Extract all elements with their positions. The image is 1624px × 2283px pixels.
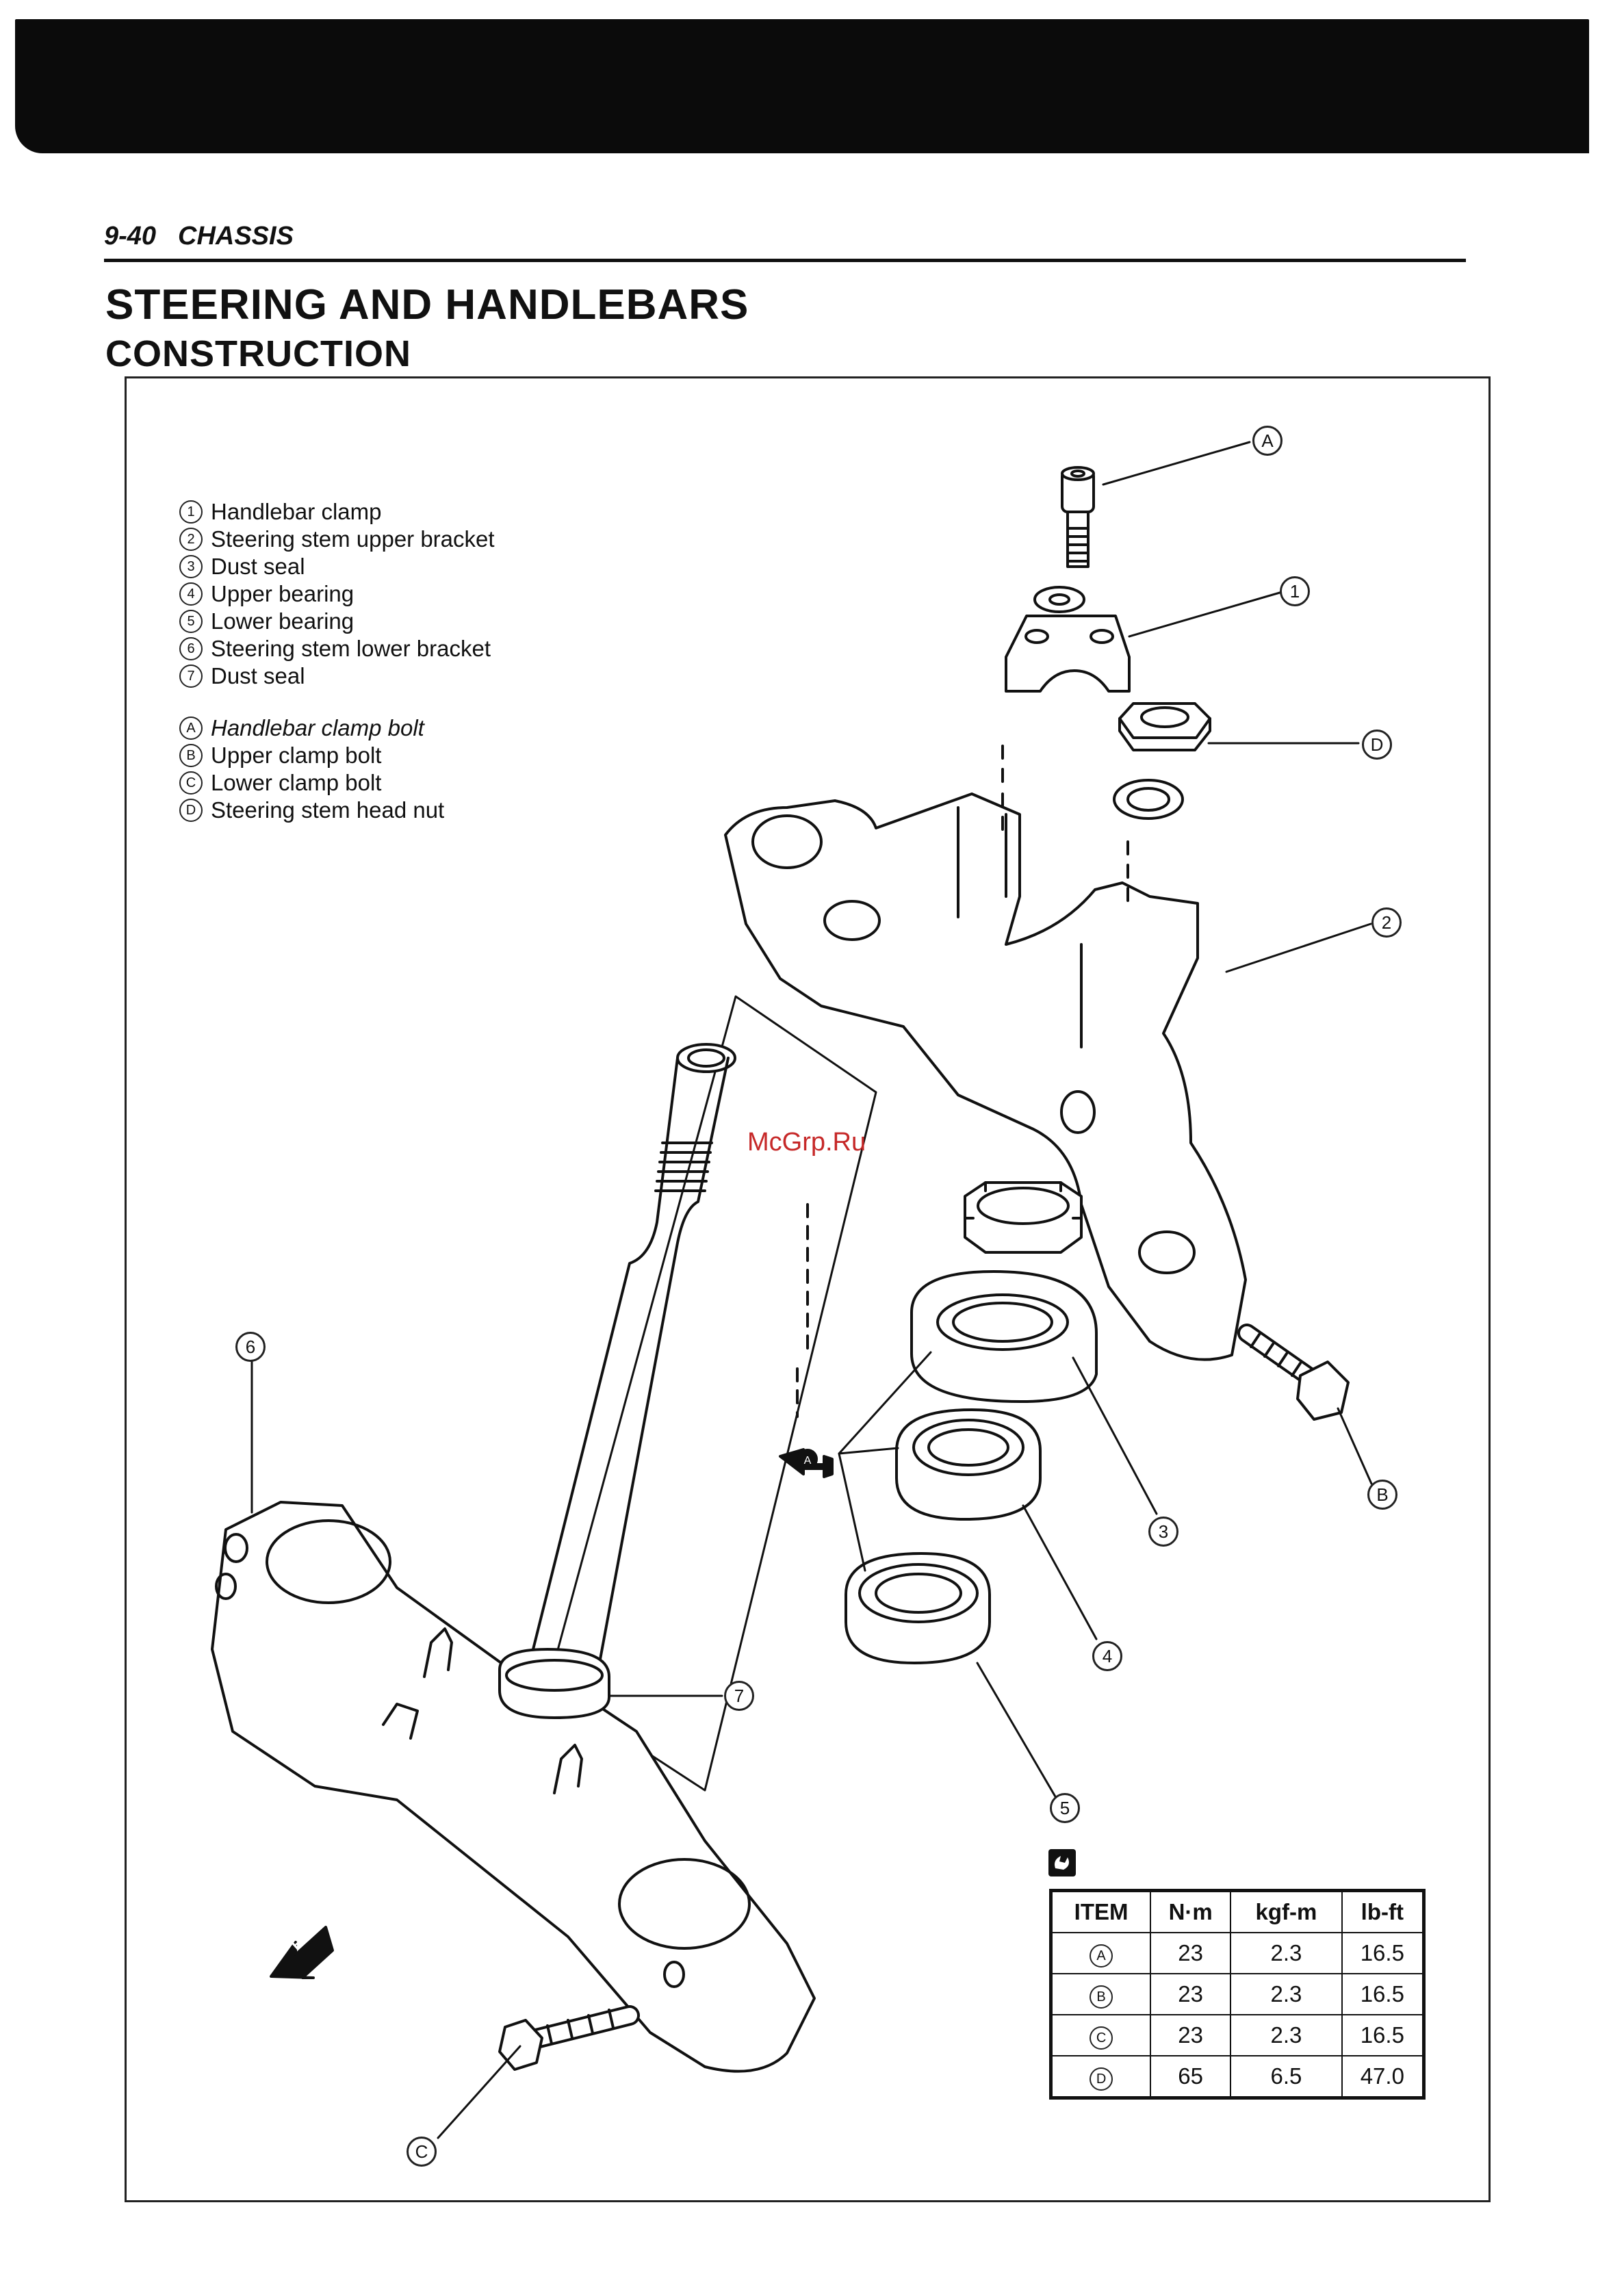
legend-item: C Lower clamp bolt <box>179 769 495 797</box>
cell-kgfm: 6.5 <box>1230 2055 1343 2099</box>
legend-mark: A <box>179 717 203 740</box>
legend-item: 3 Dust seal <box>179 553 495 580</box>
legend-item: 6 Steering stem lower bracket <box>179 635 495 662</box>
legend-mark: B <box>179 744 203 767</box>
table-header-row: ITEM N·m kgf-m lb-ft <box>1050 1889 1425 1933</box>
callout-1: 1 <box>1280 576 1310 606</box>
legend-label: Handlebar clamp <box>211 499 382 524</box>
callout-A: A <box>1252 426 1283 456</box>
page-subtitle: CONSTRUCTION <box>105 333 411 374</box>
table-row: A 23 2.3 16.5 <box>1050 1932 1425 1974</box>
dust-seal-icon <box>910 1270 1098 1403</box>
cell-kgfm: 2.3 <box>1230 1973 1343 2015</box>
cell-nm: 65 <box>1150 2055 1232 2099</box>
cell-kgfm: 2.3 <box>1230 2014 1343 2056</box>
cell-lbft: 16.5 <box>1341 1973 1425 2015</box>
page-number: 9-40 <box>104 222 157 250</box>
page-header: 9-40 CHASSIS <box>104 218 1466 262</box>
item-mark: B <box>1090 1985 1113 2009</box>
nut-washer-icon <box>1113 779 1184 820</box>
callout-C: C <box>407 2137 437 2167</box>
col-header-lbft: lb-ft <box>1341 1889 1425 1933</box>
cell-lbft: 16.5 <box>1341 2014 1425 2056</box>
steering-stem-icon <box>519 1043 736 1723</box>
section-name: CHASSIS <box>178 222 294 250</box>
bearing-locknut-icon <box>964 1181 1083 1254</box>
legend-mark: 7 <box>179 665 203 688</box>
steering-stem-lower-bracket-icon <box>211 1501 816 2073</box>
callout-7: 7 <box>724 1681 754 1711</box>
legend-label: Dust seal <box>211 663 305 688</box>
col-header-nm: N·m <box>1150 1889 1232 1933</box>
legend-label: Handlebar clamp bolt <box>211 715 424 740</box>
legend-label: Steering stem upper bracket <box>211 526 495 552</box>
col-header-kgfm: kgf-m <box>1230 1889 1343 1933</box>
legend-label: Lower bearing <box>211 608 355 634</box>
parts-legend: 1 Handlebar clamp 2 Steering stem upper … <box>179 498 495 824</box>
legend-item: B Upper clamp bolt <box>179 742 495 769</box>
top-black-band <box>15 19 1589 153</box>
cell-lbft: 16.5 <box>1341 1932 1425 1974</box>
col-header-item: ITEM <box>1050 1889 1152 1933</box>
legend-mark: 4 <box>179 582 203 606</box>
grease-mark: A <box>804 1455 812 1467</box>
steering-stem-upper-bracket-icon <box>724 792 1247 1361</box>
steering-head-nut-icon <box>1118 702 1211 751</box>
callout-5: 5 <box>1050 1793 1080 1823</box>
lower-clamp-bolt-icon <box>498 2005 640 2071</box>
wrench-icon <box>1048 1849 1076 1876</box>
upper-clamp-bolt-icon <box>1237 1324 1350 1421</box>
legend-label: Dust seal <box>211 554 305 579</box>
legend-item: 1 Handlebar clamp <box>179 498 495 526</box>
legend-item: 7 Dust seal <box>179 662 495 690</box>
lower-dust-seal-icon <box>498 1648 610 1719</box>
forward-arrow-icon: FWD <box>270 1918 334 1979</box>
torque-table: ITEM N·m kgf-m lb-ft A 23 2.3 16.5 B 23 … <box>1049 1889 1426 2100</box>
cell-kgfm: 2.3 <box>1230 1932 1343 1974</box>
legend-item: 2 Steering stem upper bracket <box>179 526 495 553</box>
legend-item: 5 Lower bearing <box>179 608 495 635</box>
legend-mark: D <box>179 799 203 822</box>
callout-B: B <box>1367 1480 1397 1510</box>
legend-mark: 3 <box>179 555 203 578</box>
table-row: D 65 6.5 47.0 <box>1050 2055 1425 2099</box>
cell-nm: 23 <box>1150 1932 1232 1974</box>
legend-label: Steering stem lower bracket <box>211 636 491 661</box>
legend-mark: C <box>179 771 203 795</box>
legend-mark: 5 <box>179 610 203 633</box>
legend-label: Upper clamp bolt <box>211 743 382 768</box>
item-mark: C <box>1090 2026 1113 2050</box>
callout-4: 4 <box>1092 1641 1122 1671</box>
table-row: C 23 2.3 16.5 <box>1050 2014 1425 2056</box>
callout-D: D <box>1362 730 1392 760</box>
washer-icon <box>1033 586 1085 613</box>
item-mark: A <box>1090 1944 1113 1968</box>
page-title: STEERING AND HANDLEBARS <box>105 281 749 328</box>
callout-3: 3 <box>1148 1517 1178 1547</box>
cell-nm: 23 <box>1150 1973 1232 2015</box>
handlebar-clamp-icon <box>1005 615 1131 693</box>
cell-lbft: 47.0 <box>1341 2055 1425 2099</box>
handlebar-clamp-bolt-icon <box>1061 466 1095 568</box>
legend-label: Upper bearing <box>211 581 355 606</box>
cell-nm: 23 <box>1150 2014 1232 2056</box>
watermark: McGrp.Ru <box>747 1128 866 1157</box>
legend-mark: 2 <box>179 528 203 551</box>
legend-item: 4 Upper bearing <box>179 580 495 608</box>
legend-mark: 6 <box>179 637 203 660</box>
legend-mark: 1 <box>179 500 203 524</box>
callout-6: 6 <box>235 1332 266 1362</box>
legend-item: A Handlebar clamp bolt <box>179 714 495 742</box>
legend-label: Lower clamp bolt <box>211 770 382 795</box>
item-mark: D <box>1090 2067 1113 2091</box>
upper-bearing-icon <box>895 1408 1042 1521</box>
table-row: B 23 2.3 16.5 <box>1050 1973 1425 2015</box>
lower-bearing-icon <box>845 1552 991 1664</box>
legend-item: D Steering stem head nut <box>179 797 495 824</box>
figure-frame <box>125 376 1491 2202</box>
legend-label: Steering stem head nut <box>211 797 445 823</box>
callout-2: 2 <box>1371 907 1402 938</box>
grease-gun-icon: A <box>779 1448 834 1478</box>
